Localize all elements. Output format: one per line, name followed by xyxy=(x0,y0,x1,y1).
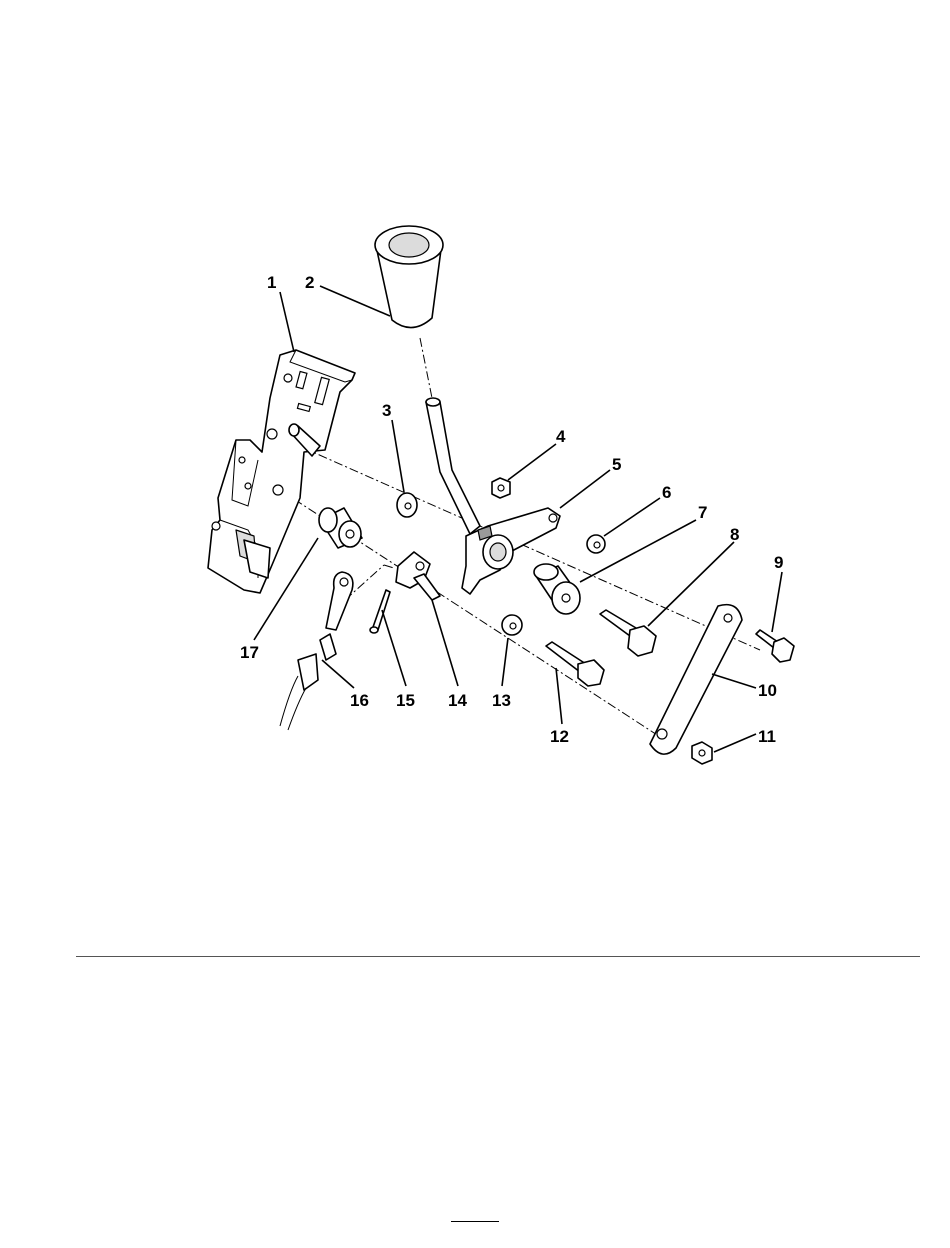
callout-7: 7 xyxy=(698,503,707,522)
mounting-bracket xyxy=(208,350,355,593)
cable-end-16 xyxy=(280,572,353,730)
callout-10: 10 xyxy=(758,681,777,700)
bolt-8 xyxy=(600,610,656,656)
callout-1: 1 xyxy=(267,273,276,292)
callout-9: 9 xyxy=(774,553,783,572)
callout-2: 2 xyxy=(305,273,314,292)
callout-15: 15 xyxy=(396,691,415,710)
bushing-7 xyxy=(534,564,580,614)
callout-11: 11 xyxy=(758,727,776,746)
callout-14: 14 xyxy=(448,691,467,710)
bolt-12 xyxy=(546,642,604,686)
callout-6: 6 xyxy=(662,483,671,502)
callout-8: 8 xyxy=(730,525,739,544)
section-separator xyxy=(76,956,920,957)
callout-17: 17 xyxy=(240,643,259,662)
nut-11 xyxy=(692,742,712,764)
callout-4: 4 xyxy=(556,427,566,446)
washer-3 xyxy=(397,493,417,517)
washer-6 xyxy=(587,535,605,553)
bolt-9 xyxy=(756,630,794,662)
nut-4 xyxy=(492,478,510,498)
footer-rule xyxy=(451,1221,499,1222)
callout-5: 5 xyxy=(612,455,621,474)
callout-3: 3 xyxy=(382,401,391,420)
callout-12: 12 xyxy=(550,727,569,746)
pivot-pin-14 xyxy=(396,552,440,600)
bushing-17 xyxy=(319,508,362,548)
callout-13: 13 xyxy=(492,691,511,710)
washer-13 xyxy=(502,615,522,635)
callout-16: 16 xyxy=(350,691,369,710)
control-knob xyxy=(375,226,443,328)
